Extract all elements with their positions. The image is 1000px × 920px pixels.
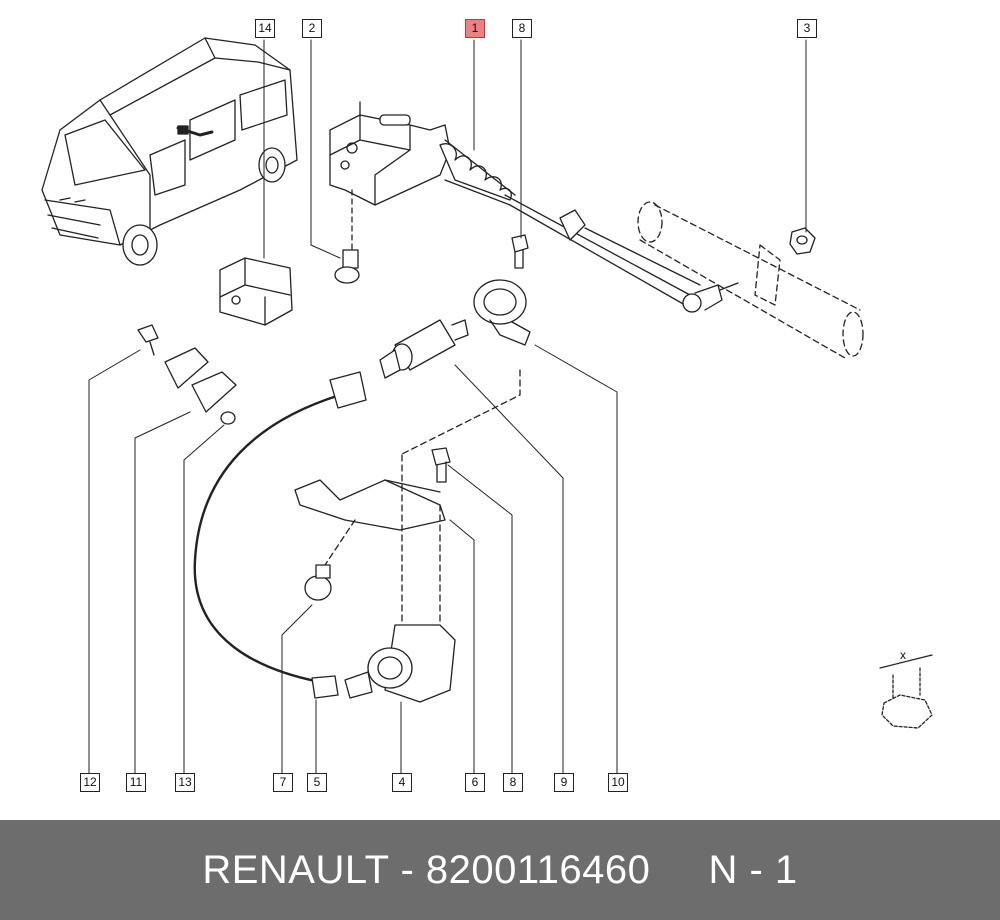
callout-12[interactable]: 12 [80,773,100,792]
callout-14[interactable]: 14 [255,19,275,38]
part-6-bracket [294,454,446,626]
callout-10[interactable]: 10 [608,773,628,792]
dimension-label: x [900,648,906,662]
nut-dimension-symbol [879,654,933,729]
part-5-cable [193,371,367,699]
part-2-bolt [334,189,360,284]
callout-8-lower[interactable]: 8 [503,773,523,792]
footer-bar: RENAULT - 8200116460 N - 1 [0,820,1000,920]
part-10-clamp [399,279,531,456]
footer-part-number: RENAULT - 8200116460 N - 1 [202,848,798,892]
part-9-connector [379,319,469,379]
part-7-stud [304,564,332,601]
part-3-nut [789,227,816,255]
callout-3[interactable]: 3 [797,19,817,38]
callout-7[interactable]: 7 [273,773,293,792]
callout-8-upper[interactable]: 8 [512,19,532,38]
callout-6[interactable]: 6 [465,773,485,792]
part-8-bolt-lower [431,447,451,483]
leader-lines [88,39,807,776]
callout-1[interactable]: 1 [465,19,485,38]
callout-2[interactable]: 2 [302,19,322,38]
callout-4[interactable]: 4 [392,773,412,792]
van-illustration [41,37,298,266]
callout-5[interactable]: 5 [307,773,327,792]
callout-11[interactable]: 11 [126,773,146,792]
parts-11-12-13-brackets [137,324,237,425]
parts-diagram: 1 2 3 4 5 6 7 8 8 9 10 11 12 13 14 x [41,19,933,792]
callout-13[interactable]: 13 [175,773,195,792]
part-4-actuator [344,624,456,703]
part-8-bolt-upper [511,234,529,269]
part-14-block [219,257,293,326]
diagram-drawing [41,37,933,776]
part-1-lever-assembly [329,101,739,313]
crossmember-outline [637,201,864,359]
callout-9[interactable]: 9 [554,773,574,792]
